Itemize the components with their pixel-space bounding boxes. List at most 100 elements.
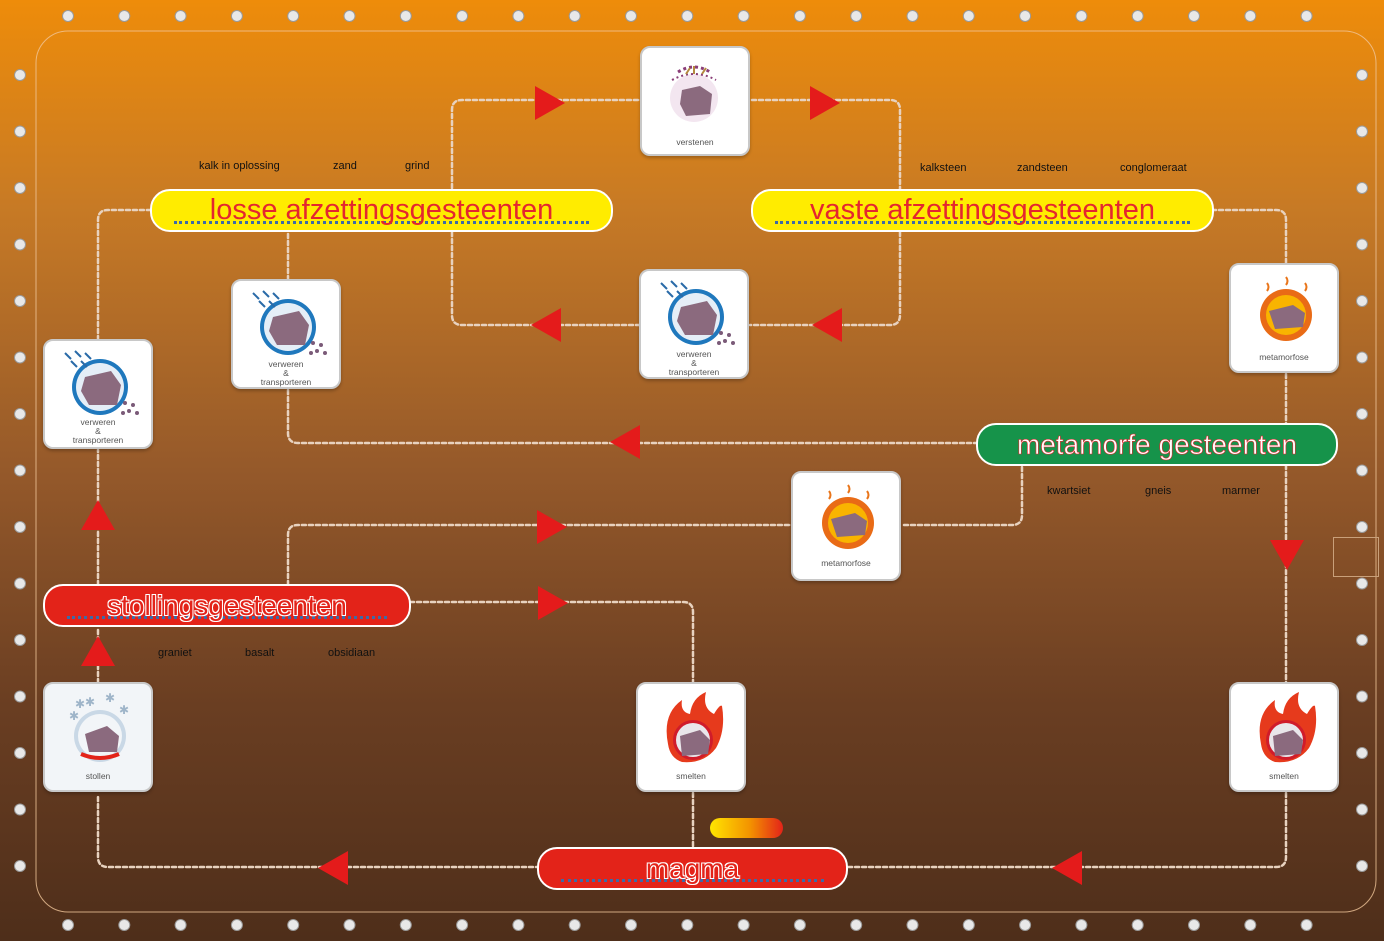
rivet — [512, 10, 525, 22]
stage-label: vaste afzettingsgesteenten — [809, 194, 1155, 226]
stage-losse-afzettingsgesteenten[interactable]: losse afzettingsgesteenten — [150, 189, 613, 232]
path-smelten-magma — [844, 791, 1288, 869]
rivet — [14, 295, 26, 307]
rivet — [456, 919, 469, 931]
rivet — [399, 919, 412, 931]
rivet — [1356, 69, 1368, 81]
rivet — [1356, 577, 1368, 590]
rivet — [174, 10, 187, 22]
rivet — [62, 919, 74, 931]
caption-line: & — [95, 426, 101, 436]
caption-line: transporteren — [260, 377, 312, 387]
svg-text:✱: ✱ — [105, 691, 115, 705]
rivet — [399, 10, 412, 22]
stage-label: losse afzettingsgesteenten — [209, 194, 554, 226]
process-caption: metamorfose — [821, 558, 871, 568]
caption-line: transporteren — [668, 367, 720, 377]
path-verweren-losse — [96, 208, 154, 342]
rivet — [737, 919, 750, 931]
rivet — [14, 351, 26, 364]
rivet — [1075, 10, 1088, 22]
rivet — [14, 182, 26, 194]
rivet — [14, 577, 26, 590]
process-smelten-right[interactable]: smelten — [1229, 682, 1339, 792]
caption-line: verweren — [268, 359, 304, 369]
rivet — [1356, 295, 1368, 307]
process-verweren-losse[interactable]: verweren&transporteren — [231, 279, 341, 389]
rivet — [1300, 919, 1313, 931]
process-verstenen[interactable]: verstenen — [640, 46, 750, 156]
heat-sun-icon — [1260, 276, 1312, 341]
rivet — [1356, 521, 1368, 533]
rivet — [1356, 803, 1368, 816]
process-metamorfose-right[interactable]: metamorfose — [1229, 263, 1339, 373]
stage-magma[interactable]: magma — [537, 847, 848, 890]
rivet — [343, 919, 356, 931]
stage-metamorfe-gesteenten[interactable]: metamorfe gesteenten — [976, 423, 1338, 466]
heat-sun-icon — [822, 484, 874, 549]
example-gneis: gneis — [1145, 485, 1172, 497]
rivet — [1356, 238, 1368, 251]
rivet — [14, 464, 26, 477]
rivet — [118, 919, 131, 931]
path-magma-stollen — [96, 793, 542, 869]
path-metamorfose-metamorf2 — [902, 463, 1024, 527]
rivet — [1188, 919, 1200, 931]
process-smelten-mid[interactable]: smelten — [636, 682, 746, 792]
example-conglomeraat: conglomeraat — [1120, 162, 1187, 174]
rivet — [962, 10, 975, 22]
process-caption: smelten — [1269, 771, 1299, 781]
rivet — [14, 408, 26, 420]
process-caption: verweren&transporteren — [47, 418, 149, 445]
example-kalksteen: kalksteen — [920, 162, 967, 174]
rivet — [906, 919, 919, 931]
path-verstenen-vaste — [750, 98, 902, 192]
rivet — [793, 10, 806, 22]
arrow-to-magma — [1052, 851, 1082, 885]
rivet — [568, 919, 581, 931]
rivet — [1075, 919, 1088, 931]
caption-line: verweren — [80, 417, 116, 427]
rivet — [287, 919, 300, 931]
rivet — [230, 919, 243, 931]
rivet — [14, 69, 26, 81]
arrow-metamorf-to-verweren — [610, 425, 640, 459]
side-tab[interactable] — [1333, 537, 1379, 577]
example-zand: zand — [333, 160, 357, 172]
rivet — [681, 919, 694, 931]
rivet — [1356, 464, 1368, 477]
rivet — [906, 10, 919, 22]
rivet — [1356, 634, 1368, 646]
process-caption: verweren&transporteren — [235, 360, 337, 387]
example-obsidiaan: obsidiaan — [328, 647, 376, 659]
rivet — [1300, 10, 1313, 22]
arrow-to-verstenen — [535, 86, 565, 120]
arrow-to-verweren-mid — [812, 308, 842, 342]
rivet — [456, 10, 469, 22]
svg-text:✱: ✱ — [119, 703, 129, 717]
rivet — [850, 919, 863, 931]
stage-vaste-afzettingsgesteenten[interactable]: vaste afzettingsgesteenten — [751, 189, 1214, 232]
rivet — [62, 10, 74, 22]
rivet — [343, 10, 356, 22]
rivet — [287, 10, 300, 22]
stage-stollingsgesteenten[interactable]: stollingsgesteenten — [43, 584, 411, 627]
process-stollen[interactable]: ✱✱✱✱✱ stollen — [43, 682, 153, 792]
process-verweren-mid[interactable]: verweren&transporteren — [639, 269, 749, 379]
rivet — [1356, 408, 1368, 420]
process-verweren-left[interactable]: verweren&transporteren — [43, 339, 153, 449]
process-metamorfose-mid[interactable]: metamorfose — [791, 471, 901, 581]
path-vaste-metamorf-right — [1210, 208, 1288, 266]
caption-line: verweren — [676, 349, 712, 359]
rivet — [14, 690, 26, 703]
example-grind: grind — [405, 160, 430, 172]
rain-weathering-icon — [252, 290, 327, 355]
rivet — [737, 10, 750, 22]
rivet — [14, 521, 26, 533]
example-marmer: marmer — [1222, 485, 1260, 497]
example-graniet: graniet — [158, 647, 192, 659]
path-stolling-smelten — [408, 600, 695, 685]
rivet — [1356, 351, 1368, 364]
rain-weathering-icon — [64, 350, 139, 415]
rivet — [962, 919, 975, 931]
